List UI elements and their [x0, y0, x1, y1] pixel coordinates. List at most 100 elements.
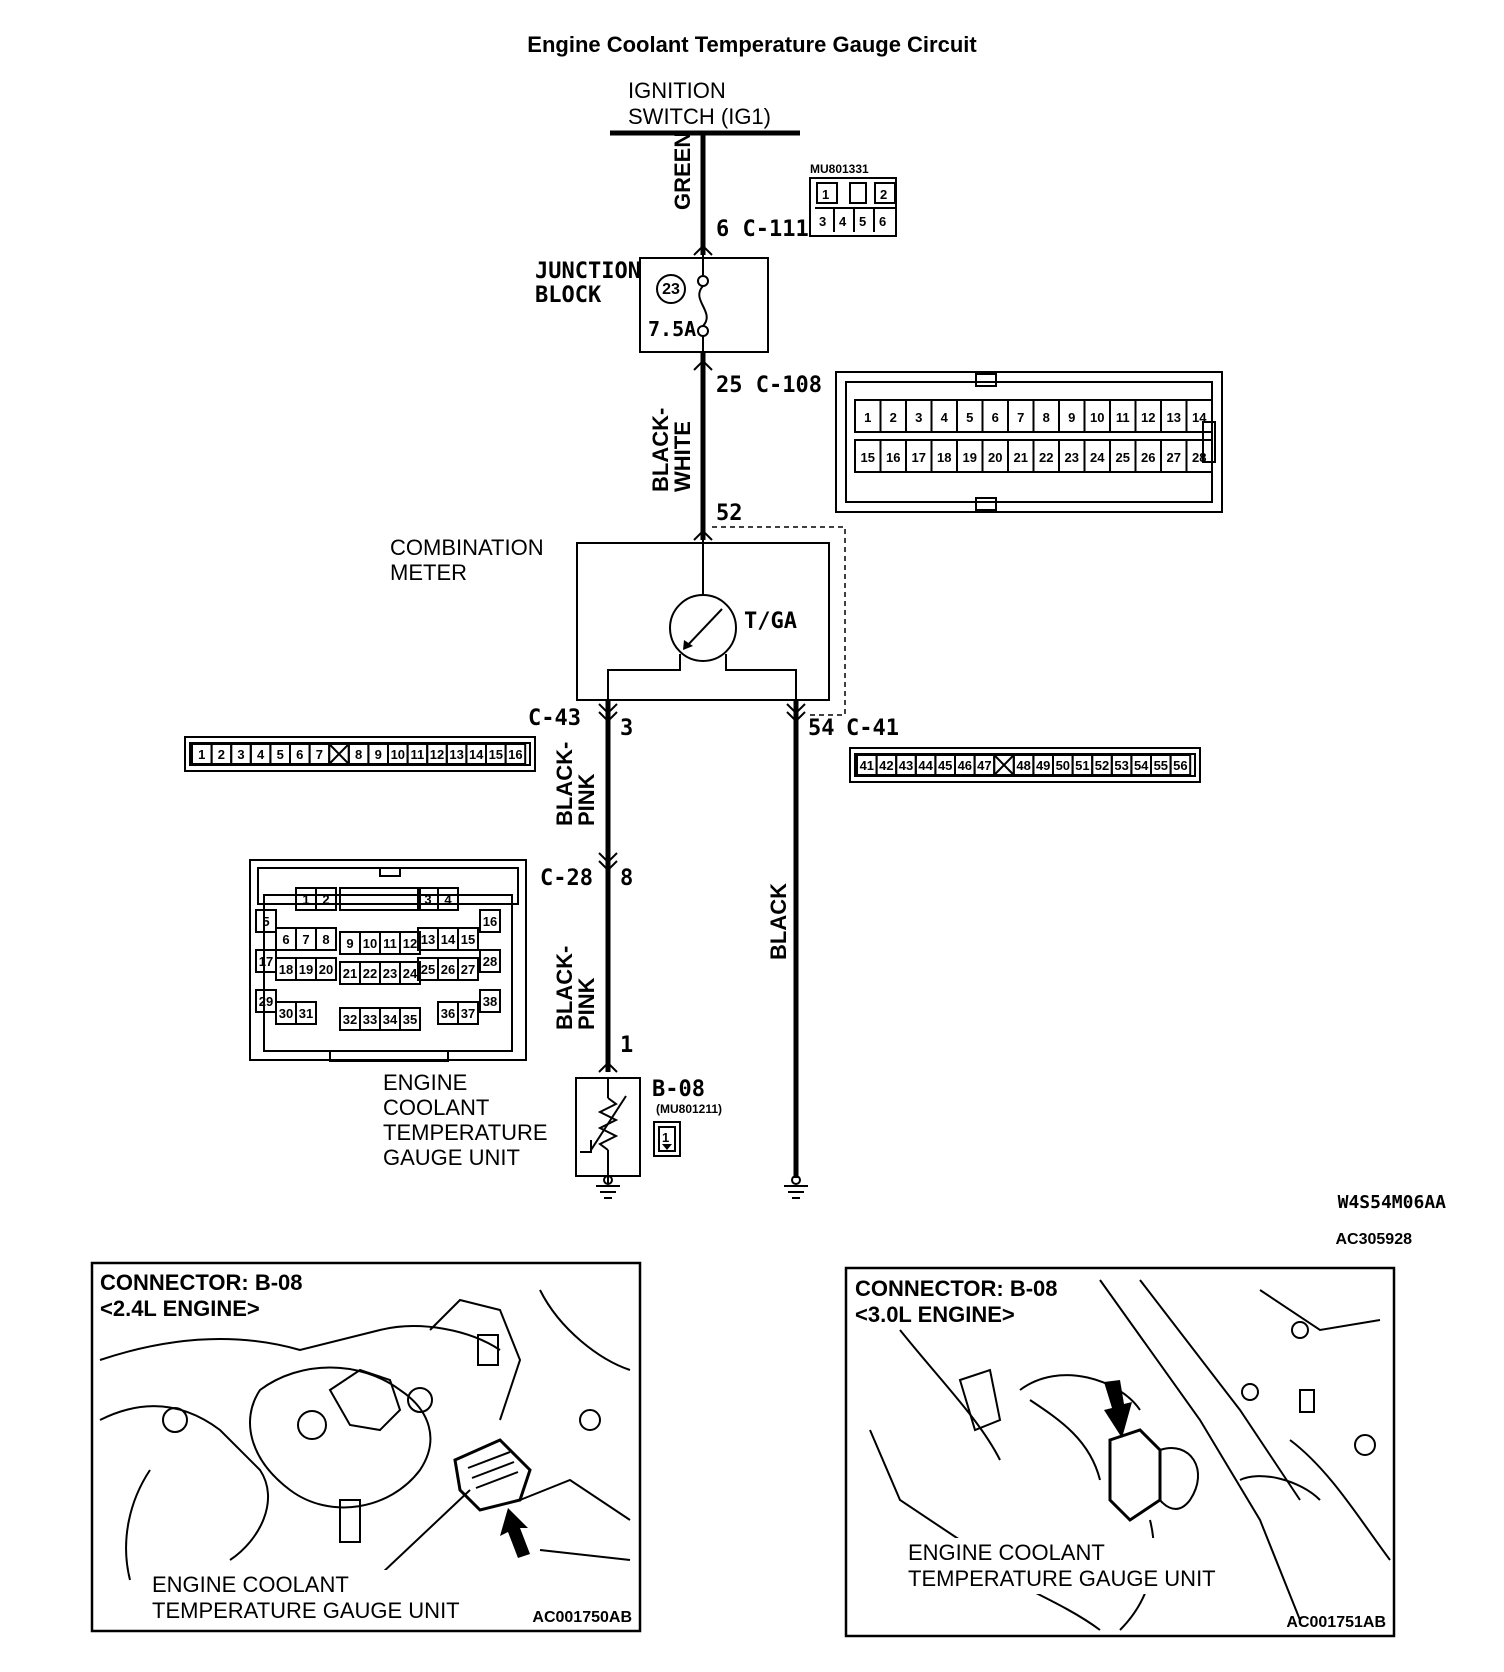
c108-pin-15: 15 — [861, 450, 875, 465]
c28-pin-cell — [255, 909, 277, 933]
engine-sketch-left — [99, 1289, 631, 1581]
fuse-terminal-bottom — [697, 325, 709, 337]
connector-arrow-c41-a — [786, 703, 806, 715]
fuse-icon — [698, 285, 708, 327]
c43-pin-2: 2 — [218, 747, 225, 762]
connector-location-panel-3-0l: CONNECTOR: B-08 <3.0L ENGINE> ENGINE COO… — [844, 1266, 1396, 1638]
c28-pin-28: 28 — [483, 954, 497, 969]
c28-pin-6: 6 — [282, 932, 289, 947]
c28-pin-14: 14 — [441, 932, 456, 947]
c111-pin-1: 1 — [822, 187, 829, 202]
junction-label-line1: JUNCTION — [535, 259, 641, 284]
c111-pin-4: 4 — [839, 214, 847, 229]
c108-pin-13: 13 — [1167, 410, 1181, 425]
panel-right-title-line1: CONNECTOR: B-08 — [855, 1276, 1058, 1301]
gauge-needle-icon — [684, 608, 723, 649]
c108-pin-14: 14 — [1192, 410, 1207, 425]
c28-pin-10: 10 — [363, 936, 377, 951]
c28-pin-19: 19 — [299, 962, 313, 977]
c28-pin-cell — [315, 887, 337, 911]
c111-connector-face: MU801331 1 2 3 4 5 6 — [809, 162, 897, 237]
location-arrow-icon-left — [500, 1508, 530, 1558]
c108-pin-cell — [1185, 399, 1213, 433]
c43-pin-16: 16 — [508, 747, 522, 762]
c108-pin-21: 21 — [1014, 450, 1028, 465]
sensor-label-line4: GAUGE UNIT — [383, 1145, 520, 1170]
c108-pin-24: 24 — [1090, 450, 1105, 465]
c28-pin-12: 12 — [403, 936, 417, 951]
fuse-number: 23 — [662, 281, 680, 298]
c28-pin-23: 23 — [383, 966, 397, 981]
c43-pin-7: 7 — [316, 747, 323, 762]
ignition-label-line1: IGNITION — [628, 78, 726, 103]
wire-label-black-white-1: BLACK- — [648, 408, 673, 492]
c43-pin-12: 12 — [430, 747, 444, 762]
c28-pin-26: 26 — [441, 962, 455, 977]
c108-pin-3: 3 — [915, 410, 922, 425]
c28-pin-15: 15 — [461, 932, 475, 947]
c28-pin-cell — [437, 887, 459, 911]
ignition-label-line2: SWITCH (IG1) — [628, 104, 771, 129]
c28-pin-37: 37 — [461, 1006, 475, 1021]
c28-pin-31: 31 — [299, 1006, 313, 1021]
temperature-gauge-icon — [669, 594, 737, 662]
junction-label-line2: BLOCK — [535, 283, 602, 308]
sensor-label-line2: COOLANT — [383, 1095, 489, 1120]
wire-label-black: BLACK — [766, 883, 791, 960]
c108-pin-18: 18 — [937, 450, 951, 465]
c28-pin-cell — [479, 989, 501, 1013]
c41-pin-52: 52 — [1095, 758, 1109, 773]
c43-pin-14: 14 — [469, 747, 484, 762]
diagram-title: Engine Coolant Temperature Gauge Circuit — [527, 32, 977, 57]
panel-right-caption-line2: TEMPERATURE GAUGE UNIT — [908, 1566, 1216, 1591]
c108-pin-6: 6 — [992, 410, 999, 425]
c41-pin: 54 — [808, 716, 835, 741]
c108-pin-27: 27 — [1167, 450, 1181, 465]
gauge-label: T/GA — [744, 609, 797, 634]
c108-pin-23: 23 — [1065, 450, 1079, 465]
b08-label: B-08 — [652, 1077, 705, 1102]
connector-arrow-c108 — [693, 359, 713, 371]
b08-pin: 1 — [620, 1033, 633, 1058]
sensor-label-line3: TEMPERATURE — [383, 1120, 548, 1145]
c41-pin-53: 53 — [1114, 758, 1128, 773]
c28-pin-cell — [399, 931, 421, 955]
c41-label: C-41 — [846, 716, 899, 741]
c108-pin-12: 12 — [1141, 410, 1155, 425]
connector-arrow-c111 — [693, 244, 713, 256]
connector-arrow-c43-a — [598, 703, 618, 715]
c28-pin-32: 32 — [343, 1012, 357, 1027]
c28-pin-cell — [457, 1001, 479, 1025]
connector-arrow-c41-b — [786, 711, 806, 723]
c43-pin-6: 6 — [296, 747, 303, 762]
c43-pin-5: 5 — [277, 747, 284, 762]
c28-pin-5: 5 — [262, 914, 269, 929]
c28-pin-35: 35 — [403, 1012, 417, 1027]
connector-arrow-c28-b — [598, 860, 618, 872]
c28-center-key — [339, 887, 421, 911]
panel-left-code: AC001750AB — [532, 1609, 632, 1626]
c43-pin-15: 15 — [489, 747, 503, 762]
c28-pin-16: 16 — [483, 914, 497, 929]
c28-pin-4: 4 — [444, 892, 452, 907]
c41-pin-41: 41 — [860, 758, 874, 773]
gauge-needle-tip — [683, 640, 693, 650]
panel-right-caption-line1: ENGINE COOLANT — [908, 1540, 1105, 1565]
c108-pin-17: 17 — [912, 450, 926, 465]
panel-left-title-line1: CONNECTOR: B-08 — [100, 1270, 303, 1295]
c108-pin-1: 1 — [864, 410, 871, 425]
c108-pin-4: 4 — [941, 410, 949, 425]
c28-pin-24: 24 — [403, 966, 418, 981]
panel-left-caption-line2: TEMPERATURE GAUGE UNIT — [152, 1598, 460, 1623]
c28-pin-34: 34 — [383, 1012, 398, 1027]
c111-label: 6 C-111 — [716, 217, 809, 242]
diagram-code: W4S54M06AA — [1338, 1192, 1447, 1213]
c28-pin-33: 33 — [363, 1012, 377, 1027]
figure-code: AC305928 — [1336, 1231, 1413, 1248]
connector-location-panel-2-4l: CONNECTOR: B-08 <2.4L ENGINE> ENGINE COO… — [90, 1261, 642, 1633]
c28-pin-cell — [399, 1007, 421, 1031]
c28-pin-25: 25 — [421, 962, 435, 977]
c28-pin-cell — [315, 927, 337, 951]
c28-pin-18: 18 — [279, 962, 293, 977]
connector-arrow-c43-b — [598, 711, 618, 723]
